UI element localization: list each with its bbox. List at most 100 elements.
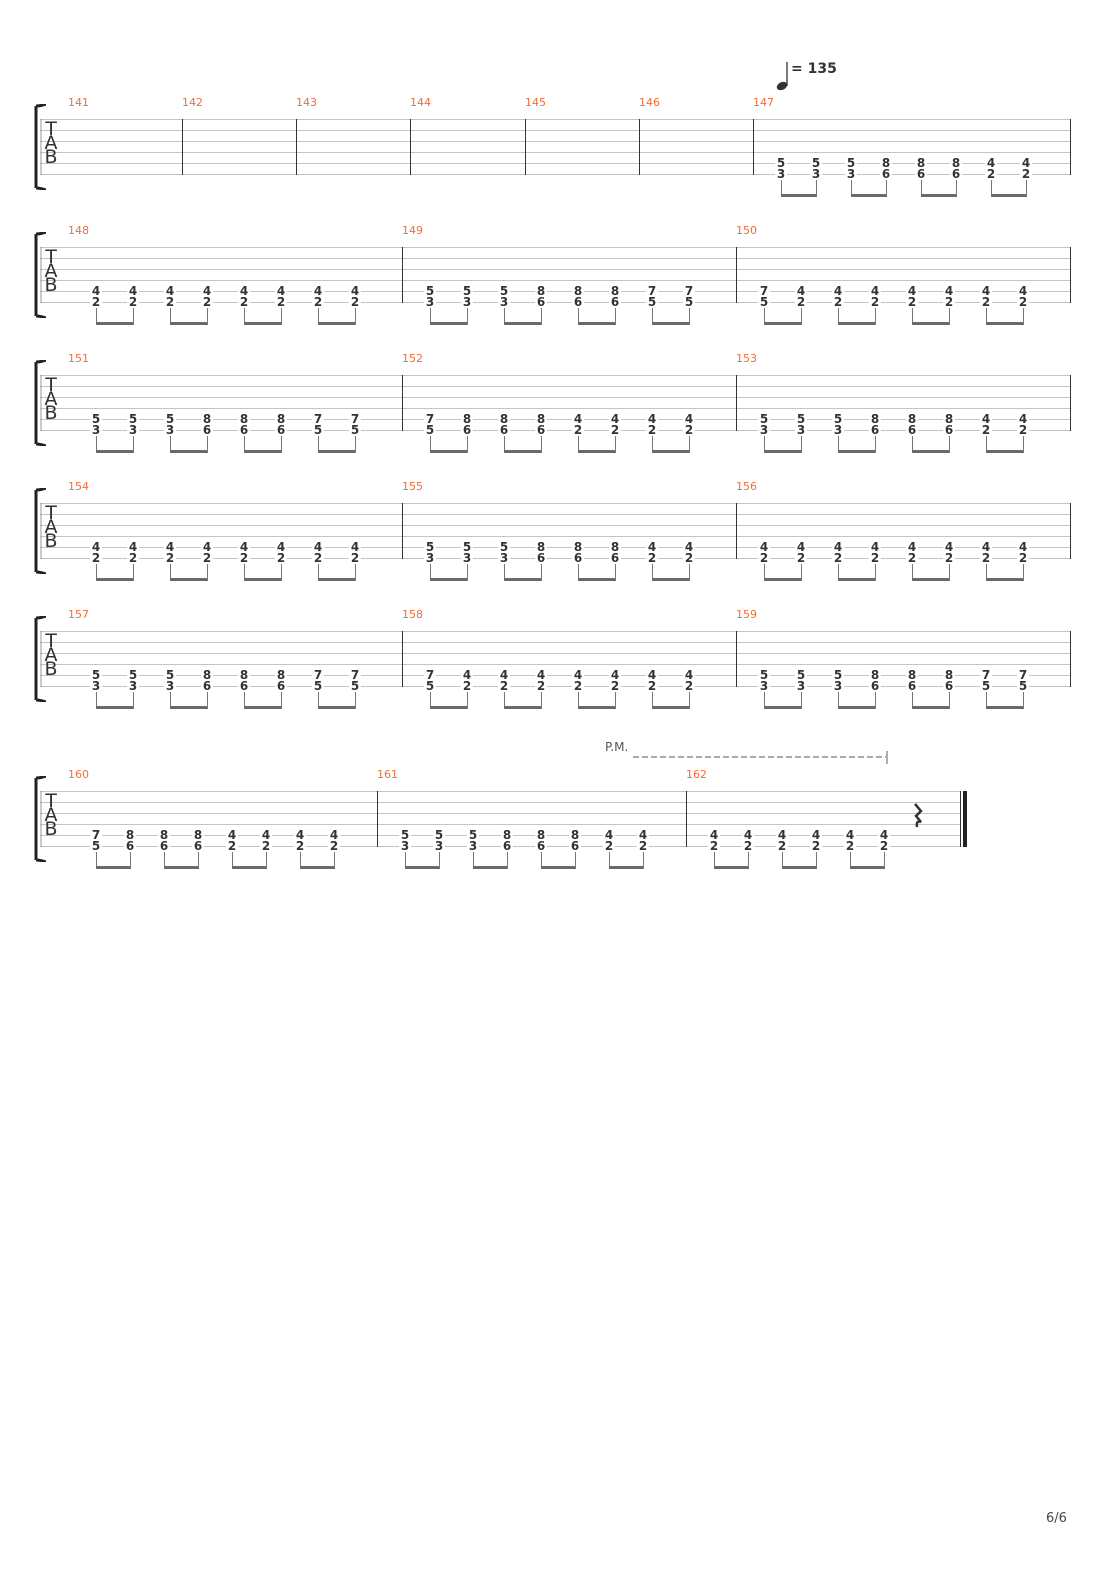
note-stem [334,852,335,868]
barline [525,119,526,175]
fret-number: 6 [535,839,547,853]
fret-number: 2 [572,423,584,437]
fret-number: 2 [906,551,918,565]
fret-number: 2 [328,839,340,853]
staff-line [40,375,1070,376]
fret-number: 8 [535,412,547,426]
fret-number: 3 [845,167,857,181]
note-stem [816,180,817,196]
fret-number: 4 [238,540,250,554]
tab-clef-letter: A [44,388,58,410]
eighth-beam [986,706,1024,709]
eighth-beam [912,322,950,325]
fret-number: 3 [810,167,822,181]
fret-number: 7 [1017,668,1029,682]
note-stem [96,852,97,868]
fret-number: 2 [238,551,250,565]
fret-number: 2 [985,167,997,181]
staff-line [40,686,1070,687]
note-stem [838,564,839,580]
note-stem [281,436,282,452]
fret-number: 5 [646,295,658,309]
eighth-beam [986,322,1024,325]
note-stem [281,564,282,580]
note-stem [355,308,356,324]
fret-number: 5 [164,412,176,426]
fret-number: 6 [572,551,584,565]
fret-number: 8 [572,284,584,298]
eighth-beam [96,578,134,581]
barline [296,119,297,175]
barline [1070,503,1071,559]
eighth-beam [232,866,267,869]
measure-number: 152 [402,352,423,365]
fret-number: 2 [646,423,658,437]
fret-number: 4 [878,828,890,842]
eighth-beam [473,866,508,869]
fret-number: 6 [201,423,213,437]
fret-number: 2 [572,679,584,693]
fret-number: 2 [349,551,361,565]
note-stem [504,308,505,324]
fret-number: 4 [795,540,807,554]
fret-number: 5 [424,423,436,437]
fret-number: 5 [498,284,510,298]
fret-number: 7 [683,284,695,298]
note-stem [96,564,97,580]
note-stem [281,692,282,708]
barline [1070,375,1071,431]
note-stem [782,852,783,868]
note-stem [912,308,913,324]
note-stem [986,436,987,452]
fret-number: 7 [349,668,361,682]
fret-number: 2 [164,551,176,565]
fret-number: 4 [646,668,658,682]
barline [377,791,378,847]
staff-line [40,653,1070,654]
staff-line [40,547,1070,548]
note-stem [244,692,245,708]
note-stem [652,308,653,324]
note-stem [96,308,97,324]
note-stem [949,436,950,452]
eighth-beam [652,706,690,709]
note-stem [96,436,97,452]
eighth-beam [504,322,542,325]
note-stem [467,692,468,708]
fret-number: 8 [906,668,918,682]
fret-number: 4 [708,828,720,842]
fret-number: 3 [90,423,102,437]
fret-number: 2 [498,679,510,693]
staff-line [40,269,1070,270]
fret-number: 6 [124,839,136,853]
measure-number: 153 [736,352,757,365]
note-stem [956,180,957,196]
fret-number: 2 [637,839,649,853]
fret-number: 4 [742,828,754,842]
staff-line [40,386,1070,387]
system-bracket [34,776,46,862]
fret-number: 4 [90,284,102,298]
note-stem [207,564,208,580]
measure-number: 149 [402,224,423,237]
fret-number: 2 [461,679,473,693]
note-stem [578,692,579,708]
eighth-beam [318,450,356,453]
system-bracket [34,232,46,318]
staff-line [40,846,960,847]
note-stem [300,852,301,868]
staff-line [40,174,1070,175]
note-stem [318,692,319,708]
measure-number: 154 [68,480,89,493]
staff-line [40,163,1070,164]
note-stem [133,564,134,580]
note-stem [764,436,765,452]
fret-number: 2 [980,423,992,437]
fret-number: 4 [943,540,955,554]
fret-number: 8 [158,828,170,842]
fret-number: 2 [260,839,272,853]
fret-number: 2 [226,839,238,853]
tab-clef-letter: A [44,516,58,538]
measure-number: 144 [410,96,431,109]
fret-number: 4 [572,412,584,426]
